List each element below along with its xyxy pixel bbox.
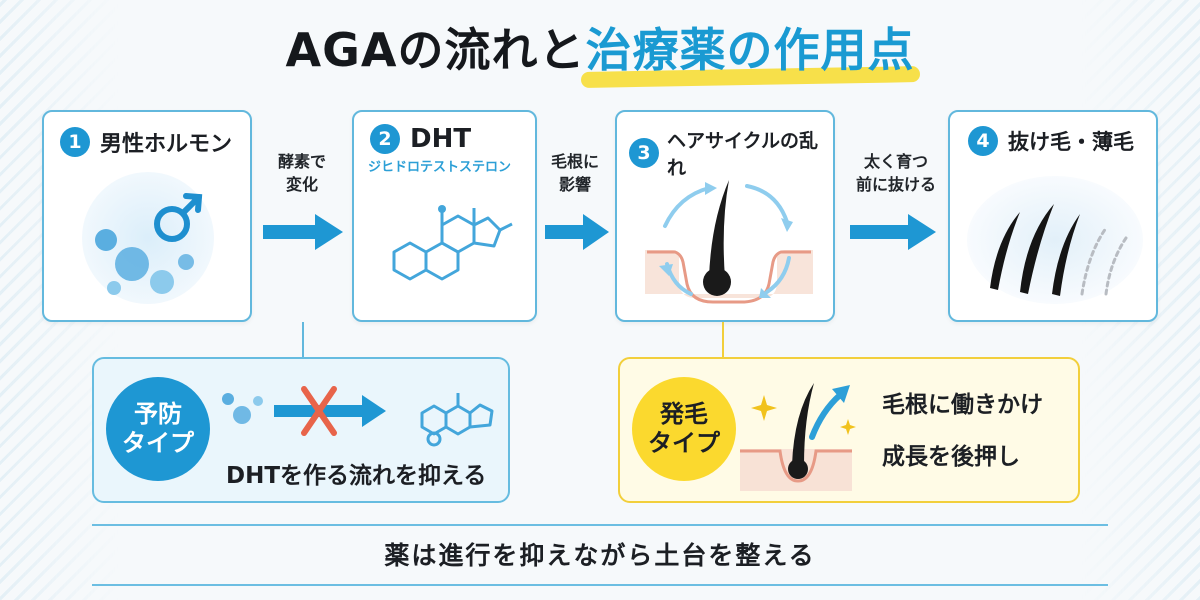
growth-text-line2: 成長を後押し [879, 437, 1023, 475]
sparkle-icon [751, 395, 856, 435]
growth-badge: 発毛 タイプ [632, 377, 736, 481]
step-title-1: 男性ホルモン [100, 132, 233, 157]
footer-summary: 薬は進行を抑えながら土台を整える [384, 541, 816, 570]
step-title-3: ヘアサイクルの乱れ [667, 130, 819, 179]
connector-line-growth [722, 322, 724, 358]
growth-arrow-icon [740, 383, 856, 491]
page-title: AGAの流れと治療薬の作用点 [0, 14, 1200, 80]
footer-divider-bottom [92, 584, 1108, 586]
arrow-label-2: 毛根に 影響 [550, 152, 599, 195]
step-number-4: 4 [968, 126, 998, 156]
step-title-2: DHT [410, 124, 472, 154]
step-subtitle-2: ジヒドロテストステロン [368, 160, 512, 175]
step-card-1: 1 男性ホルモン [42, 110, 252, 322]
hormone-bubbles-icon [82, 172, 214, 304]
flow-arrow-1 [263, 214, 343, 250]
flow-arrow-2 [545, 214, 609, 250]
arrow-label-1: 酵素で 変化 [277, 152, 326, 195]
steroid-molecule-icon [392, 205, 513, 281]
growth-text-line1: 毛根に働きかけ [882, 392, 1043, 418]
step-title-4: 抜け毛・薄毛 [1008, 130, 1134, 154]
step-card-4: 4 抜け毛・薄毛 [948, 110, 1158, 322]
connector-line-prevention [302, 322, 304, 358]
flow-arrow-3 [850, 214, 936, 250]
prevention-badge: 予防 タイプ [106, 377, 210, 481]
footer-divider-top [92, 524, 1108, 526]
step-number-3: 3 [629, 138, 659, 168]
growth-type-box: 発毛 タイプ 毛根に働きかけ 成長を後押し [618, 357, 1080, 503]
title-part1: AGAの流れと [285, 23, 586, 77]
step-number-1: 1 [60, 127, 90, 157]
block-cross-icon [222, 386, 494, 447]
hair-strands-icon [967, 176, 1143, 304]
step-number-2: 2 [370, 124, 400, 154]
step-card-2: 2 DHT ジヒドロテストステロン [352, 110, 537, 322]
growth-text: 毛根に働きかけ 成長を後押し [879, 385, 1043, 475]
step-card-3: 3 ヘアサイクルの乱れ [615, 110, 835, 322]
title-part2: 治療薬の作用点 [585, 23, 915, 77]
prevention-type-box: 予防 タイプ DHTを作る流れを抑える [92, 357, 510, 503]
hair-cycle-icon [645, 180, 813, 304]
arrow-label-3: 太く育つ 前に抜ける [855, 152, 936, 195]
male-symbol-icon [154, 193, 203, 242]
prevention-caption: DHTを作る流れを抑える [222, 456, 490, 494]
